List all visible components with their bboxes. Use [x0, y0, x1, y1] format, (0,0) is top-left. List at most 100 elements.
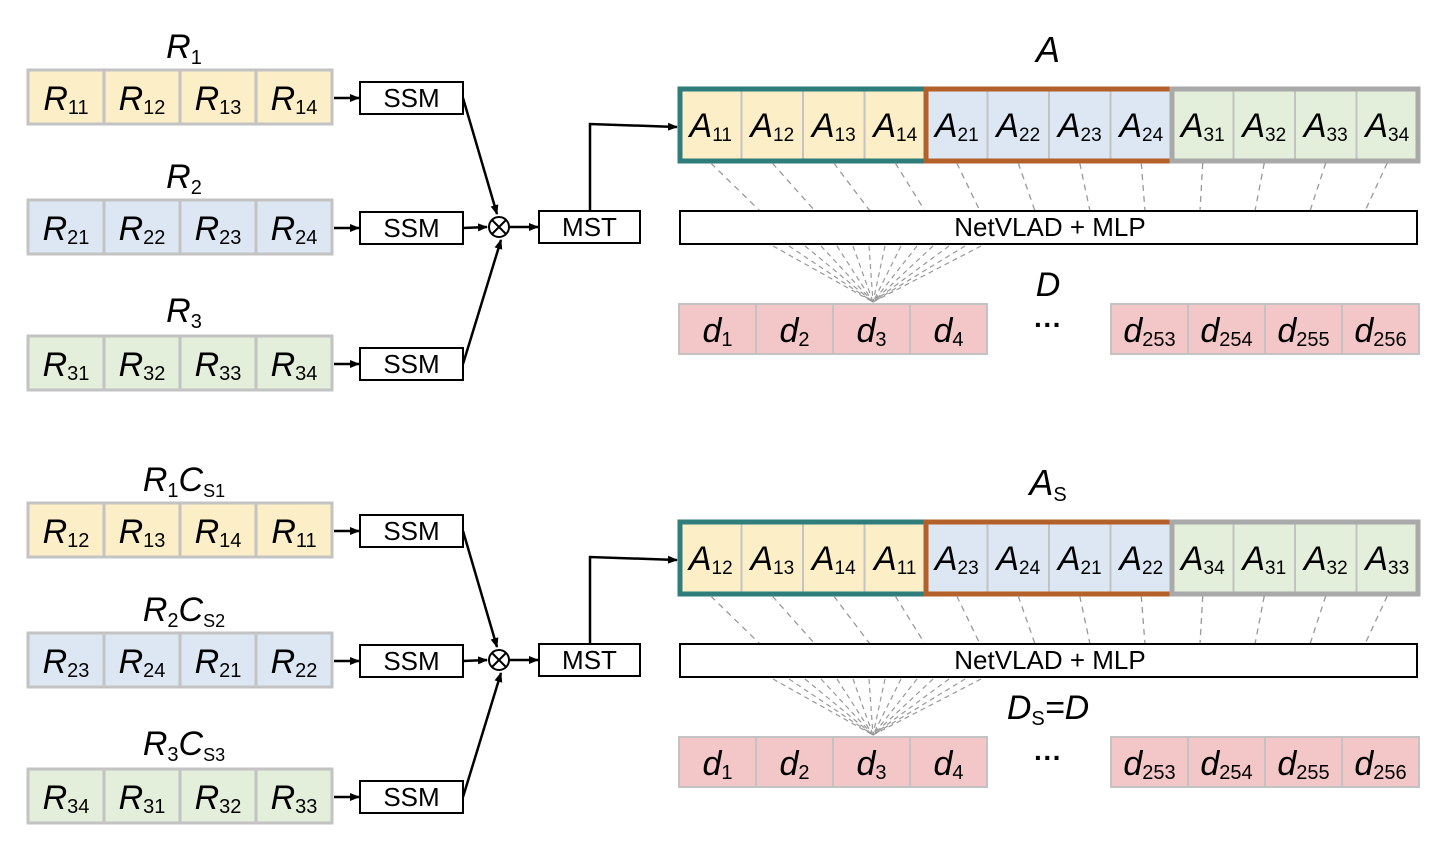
- a-cell-label: A31: [1179, 107, 1225, 146]
- mst-box: [538, 643, 641, 677]
- a-cell: [1294, 88, 1358, 162]
- a-cell-label-sub: 24: [1019, 558, 1041, 579]
- a-cell-label-main: A: [1117, 107, 1142, 145]
- r-cell-label-main: R: [43, 210, 68, 248]
- d-cell-label-sub: 4: [952, 329, 963, 351]
- row-title-main: R: [166, 292, 191, 330]
- r-cell-label-sub: 11: [68, 97, 89, 119]
- r-cell-label: R32: [119, 346, 166, 385]
- a-cell-label: A14: [810, 540, 856, 579]
- r-cell-label: R31: [43, 346, 90, 385]
- dashed-link-a: [771, 162, 816, 212]
- d-cell: [755, 303, 834, 355]
- arrow-ssm-to-otimes: [461, 672, 503, 798]
- dashed-link-a: [894, 595, 926, 645]
- r-cell-label: R21: [43, 210, 90, 249]
- a-cell-label-main: A: [872, 540, 897, 578]
- r-cell-label-main: R: [271, 346, 296, 384]
- d-cell-label-sub: 253: [1142, 329, 1175, 351]
- a-cell-label: A22: [1117, 540, 1163, 579]
- a-cell: [1232, 88, 1296, 162]
- dashed-link-d: [872, 678, 886, 736]
- arrow-mst-to-a: [588, 555, 678, 644]
- a-cell-label-main: A: [994, 107, 1019, 145]
- d-cell-label-sub: 255: [1296, 329, 1329, 351]
- dashed-link-d: [804, 245, 874, 303]
- a-cell-label-sub: 33: [1388, 558, 1409, 579]
- r-cell-label-sub: 32: [219, 796, 241, 818]
- d-cell: [1264, 736, 1343, 788]
- dashed-link-d: [872, 245, 918, 303]
- a-cell-label-sub: 12: [773, 125, 794, 146]
- d-cell-label: d3: [856, 745, 886, 784]
- r-cell-label: R14: [195, 513, 242, 552]
- d-cell-label-sub: 2: [798, 329, 809, 351]
- r-cell-label: R11: [271, 513, 316, 552]
- r-cell-label-main: R: [43, 643, 68, 681]
- d-cell: [909, 736, 988, 788]
- dashed-link-a: [956, 595, 981, 645]
- row-title-sub: 2: [191, 177, 202, 199]
- dashed-link-a: [1364, 595, 1388, 645]
- r-cell: [178, 631, 258, 689]
- dashed-link-d: [772, 245, 874, 303]
- r-cell-label-main: R: [195, 210, 220, 248]
- a-cell-label-sub: 13: [773, 558, 794, 579]
- r-cell-label-sub: 22: [143, 227, 165, 249]
- dashed-link-d: [872, 678, 902, 736]
- d-cell: [1110, 303, 1189, 355]
- r-cell: [254, 631, 334, 689]
- d-cell-label-main: d: [1277, 312, 1297, 350]
- a-cell-label: A21: [1056, 540, 1102, 579]
- dashed-link-d: [788, 678, 874, 736]
- d-cell: [755, 736, 834, 788]
- a-cell-label-main: A: [1179, 107, 1204, 145]
- r-cell-label-sub: 34: [67, 796, 89, 818]
- a-cell: [1355, 88, 1419, 162]
- r-cell-label: R21: [195, 643, 242, 682]
- dashed-link-d: [872, 245, 982, 303]
- d-cell-label-main: d: [779, 312, 799, 350]
- a-cell-label-main: A: [748, 107, 773, 145]
- dashed-link-d: [836, 245, 874, 303]
- row-title-main: R: [166, 28, 191, 66]
- dashed-link-a: [956, 162, 981, 212]
- r-cell-label-sub: 22: [295, 660, 317, 682]
- d-cell-label-sub: 253: [1142, 762, 1175, 784]
- dashed-link-a: [1309, 595, 1327, 645]
- r-cell-label-main: R: [271, 80, 296, 118]
- arrow-ssm-to-otimes: [461, 239, 503, 365]
- dashed-link-a: [1079, 595, 1091, 645]
- dashed-link-a: [1140, 595, 1146, 645]
- a-cell-label-sub: 21: [1081, 558, 1102, 579]
- r-cell: [102, 501, 182, 559]
- row-title-sub2: S1: [203, 481, 225, 501]
- a-cell-label-sub: 12: [712, 558, 733, 579]
- a-cell-label-main: A: [1240, 540, 1265, 578]
- r-cell-label-main: R: [195, 643, 220, 681]
- a-cell-label: A32: [1240, 107, 1286, 146]
- d-cell-label-sub: 1: [721, 762, 732, 784]
- a-cell: [1048, 88, 1112, 162]
- dashed-link-d: [868, 245, 874, 303]
- r-cell-label: R22: [271, 643, 318, 682]
- dashed-link-d: [872, 245, 902, 303]
- a-cell-label: A11: [872, 540, 916, 579]
- a-cell-label-sub: 23: [1081, 125, 1102, 146]
- d-cell-label: d256: [1354, 745, 1406, 784]
- r-cell: [26, 68, 106, 126]
- d-cell-label-main: d: [702, 745, 722, 783]
- dashed-link-d: [852, 678, 874, 736]
- r-cell-label: R22: [119, 210, 166, 249]
- r-cell: [254, 68, 334, 126]
- row-title-sub2: S2: [203, 611, 225, 631]
- d-cell-label: d254: [1200, 312, 1252, 351]
- r-cell-label-sub: 32: [143, 363, 165, 385]
- r-cell: [178, 198, 258, 256]
- r-cell-label-main: R: [43, 80, 68, 118]
- r-cell-label-main: R: [119, 210, 144, 248]
- dashed-link-a: [1017, 162, 1036, 212]
- row-title-main2: C: [179, 725, 204, 763]
- arrow-ssm-to-otimes: [462, 223, 488, 232]
